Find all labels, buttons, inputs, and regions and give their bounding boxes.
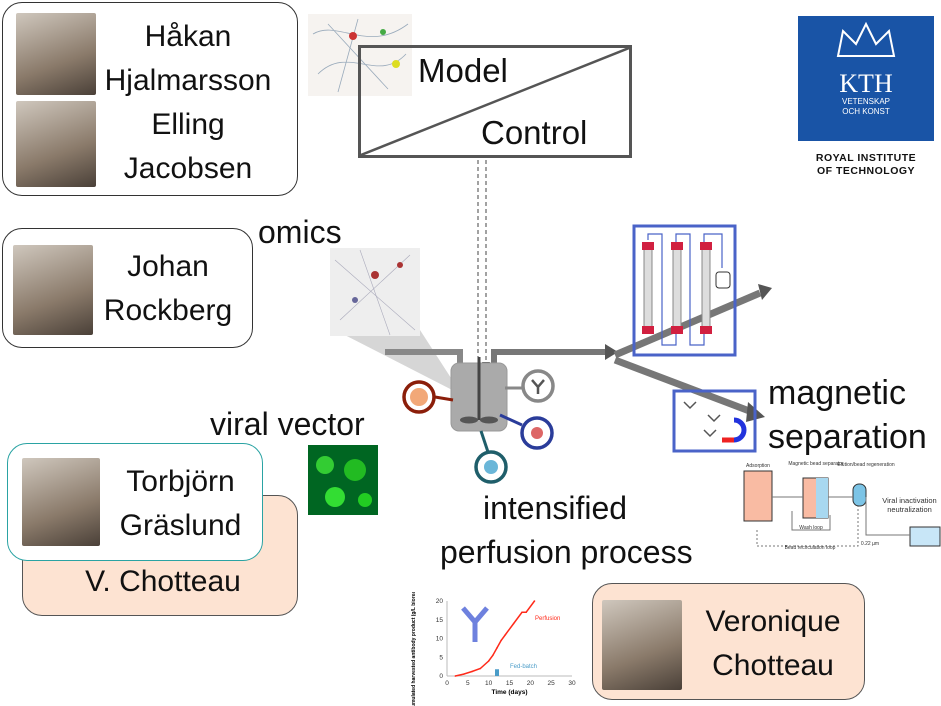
name-line: Rockberg: [103, 294, 233, 327]
magnetic-separation-box: [672, 389, 757, 453]
separation-label: separation: [768, 418, 927, 456]
magnetic-label: magnetic: [768, 374, 906, 412]
data-point-perfusion: [525, 611, 527, 614]
y-tick-label: 0: [439, 673, 443, 680]
photo-hjalmarsson: [16, 13, 96, 95]
y-tick-label: 5: [439, 654, 443, 661]
zoom-cone: [335, 330, 462, 395]
team-card-rockberg: Johan Rockberg: [2, 228, 253, 348]
x-tick-label: 0: [445, 680, 449, 687]
kth-logo: KTH VETENSKAP OCH KONST: [798, 16, 934, 141]
name-line: Veronique: [705, 605, 841, 638]
svg-text:Elution/bead regeneration: Elution/bead regeneration: [837, 462, 894, 468]
team-card-graslund: Torbjörn Gräslund: [7, 443, 263, 561]
name-line: Håkan: [144, 20, 232, 53]
legend-fed-batch: Fed-batch: [510, 664, 537, 670]
person-name: Veronique Chotteau: [688, 600, 858, 688]
name-line: Johan: [127, 250, 209, 283]
logo-sub: VETENSKAP: [841, 97, 890, 106]
person-name: Håkan Hjalmarsson Elling Jacobsen: [93, 15, 283, 191]
name-line: Torbjörn: [126, 465, 235, 498]
virus-sensor-icon: [474, 450, 508, 484]
perfusion-process-label: perfusion process: [440, 534, 693, 570]
feed-pipe: [385, 349, 463, 370]
svg-text:0.22 µm: 0.22 µm: [861, 541, 879, 547]
x-tick-label: 30: [568, 680, 576, 687]
control-label: Control: [481, 114, 588, 151]
data-point-perfusion: [492, 654, 494, 657]
data-point-perfusion: [500, 639, 502, 642]
team-card-veronique-chotteau: Veronique Chotteau: [592, 583, 865, 700]
svg-text:Magnetic bead separator: Magnetic bead separator: [788, 461, 844, 467]
data-point-perfusion: [521, 611, 523, 614]
caption-line: OF TECHNOLOGY: [816, 165, 916, 177]
svg-text:Adsorption: Adsorption: [746, 463, 770, 469]
photo-jacobsen: [16, 101, 96, 187]
arrow-to-magnet: [613, 356, 754, 416]
y-tick-label: 20: [436, 598, 444, 605]
person-name: Torbjörn Gräslund: [103, 460, 258, 548]
x-tick-label: 20: [527, 680, 535, 687]
chromatography-columns-box: [632, 224, 737, 357]
photo-veronique-chotteau: [602, 600, 682, 690]
data-point-perfusion: [487, 660, 490, 662]
name-line: Jacobsen: [123, 152, 253, 185]
bar-fed-batch: [495, 669, 499, 676]
antibody-sensor-icon: [521, 369, 555, 403]
data-point-perfusion: [479, 667, 482, 670]
y-tick-label: 10: [436, 636, 444, 643]
photo-rockberg: [13, 245, 93, 335]
omics-network-image: [330, 248, 420, 336]
x-axis-label: Time (days): [491, 689, 527, 696]
x-tick-label: 15: [506, 680, 514, 687]
caption-line: ROYAL INSTITUTE: [815, 152, 917, 164]
diagonal-divider: [361, 48, 629, 155]
team-card-hjalmarsson-jacobsen: Håkan Hjalmarsson Elling Jacobsen: [2, 2, 298, 196]
name-line: Hjalmarsson: [104, 64, 272, 97]
svg-text:Bead recirculation loop: Bead recirculation loop: [785, 545, 836, 551]
x-tick-label: 10: [485, 680, 493, 687]
collection-bottle-icon: [715, 271, 731, 289]
data-point-perfusion: [504, 633, 507, 636]
cell-sensor-icon: [402, 380, 436, 414]
svg-text:Wash loop: Wash loop: [799, 525, 823, 531]
legend-perfusion: Perfusion: [535, 616, 560, 622]
data-point-perfusion: [496, 647, 498, 649]
arrow-to-column: [613, 289, 762, 359]
logo-sub: OCH KONST: [842, 107, 890, 116]
x-tick-label: 5: [466, 680, 470, 687]
viral-vector-label: viral vector: [210, 406, 365, 442]
name-line: Elling: [151, 108, 225, 141]
antibody-icon: [461, 606, 489, 642]
omics-label: omics: [258, 214, 342, 250]
harvest-pipe: [491, 349, 605, 372]
name-line: Gräslund: [119, 509, 242, 542]
intensified-label: intensified: [482, 490, 628, 526]
photo-graslund: [22, 458, 100, 546]
person-name: V. Chotteau: [85, 565, 241, 598]
logo-text: KTH: [839, 69, 893, 98]
viral-inactivation-label: Viral inactivation neutralization: [878, 496, 941, 514]
viral-vector-image: [308, 445, 378, 515]
data-point-perfusion: [471, 670, 473, 673]
crown-icon: [836, 21, 896, 57]
data-point-perfusion: [533, 600, 536, 602]
y-tick-label: 15: [436, 617, 444, 624]
data-point-perfusion: [454, 675, 457, 677]
kth-caption: ROYAL INSTITUTE OF TECHNOLOGY: [790, 152, 941, 178]
y-axis-label: Accumulated harvested antibody product (…: [411, 592, 417, 706]
person-name: Johan Rockberg: [88, 245, 248, 333]
protein-sensor-icon: [520, 416, 554, 450]
model-control-box: Model Control: [358, 45, 632, 158]
data-point-perfusion: [512, 622, 515, 625]
name-line: Chotteau: [712, 649, 834, 682]
model-label: Model: [418, 52, 508, 89]
data-point-perfusion: [462, 673, 465, 675]
x-tick-label: 25: [548, 680, 556, 687]
bioreactor-vessel: [450, 362, 508, 432]
